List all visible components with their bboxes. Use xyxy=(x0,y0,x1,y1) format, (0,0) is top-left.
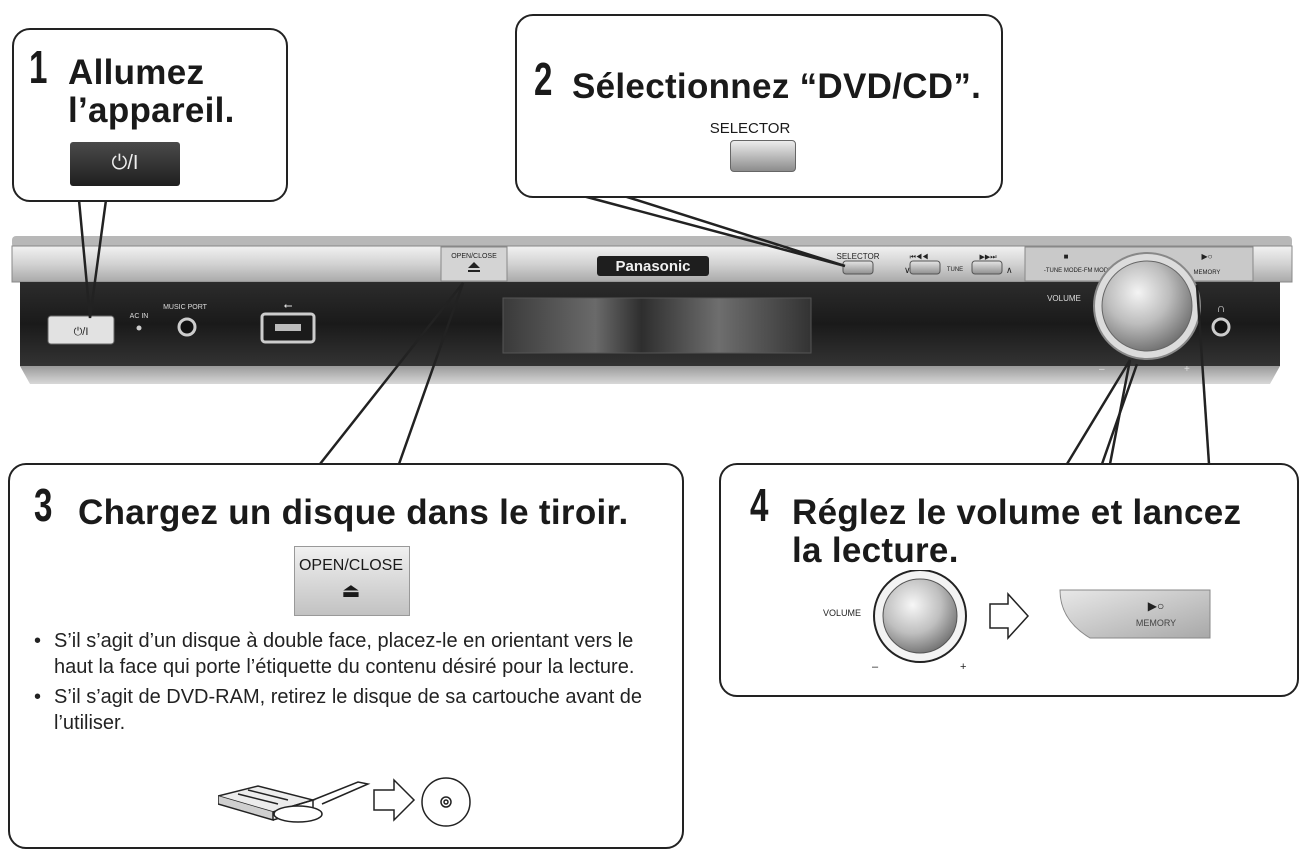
arrow-right-icon xyxy=(373,778,416,822)
cartridge-icon xyxy=(218,781,371,823)
step2-selector-label: SELECTOR xyxy=(709,120,791,137)
device-music-port-label: MUSIC PORT xyxy=(163,304,208,311)
step4-arrow-right-icon xyxy=(989,592,1030,640)
device-headphone-icon: ∩ xyxy=(1217,301,1226,315)
device-play-symbol: ▶○ xyxy=(1202,252,1213,261)
device-volume-plus: + xyxy=(1184,364,1190,375)
device-volume-knob[interactable] xyxy=(1101,260,1193,352)
step4-controls-illustration: VOLUME – + ▶○ MEMORY xyxy=(823,570,1211,673)
step3-bullet-1: S’il s’agit d’un disque à double face, p… xyxy=(28,628,668,680)
device-ac-in-led xyxy=(136,325,142,331)
step2-selector-button[interactable] xyxy=(730,140,796,172)
step3-disc-illustration xyxy=(218,777,471,827)
step2-number: 2 xyxy=(534,53,553,105)
brand-logo xyxy=(597,256,709,276)
step4-volume-knob[interactable] xyxy=(882,578,958,654)
step3-bullet-list: S’il s’agit d’un disque à double face, p… xyxy=(28,628,668,740)
step4-play-symbol: ▶○ xyxy=(1148,599,1164,613)
device-down-chevron: ∨ xyxy=(904,265,911,275)
device-tune-label: TUNE xyxy=(947,267,963,273)
step1-title-line2: l’appareil. xyxy=(68,91,235,130)
device-skip-fwd-button[interactable] xyxy=(971,260,1003,275)
step4-memory-button[interactable] xyxy=(1059,589,1211,639)
step3-open-close-label: OPEN/CLOSE xyxy=(298,557,404,574)
device-display xyxy=(502,297,812,354)
step3-title: Chargez un disque dans le tiroir. xyxy=(78,493,629,532)
device-stop-symbol: ■ xyxy=(1064,252,1069,261)
device-tune-mode-label: -TUNE MODE-FM MODE xyxy=(1044,268,1112,274)
step4-title-line1: Réglez le volume et lancez xyxy=(792,493,1242,532)
step3-open-close-button[interactable] xyxy=(294,546,410,616)
step3-number: 3 xyxy=(34,479,53,531)
step1-number: 1 xyxy=(29,41,48,93)
brand-logo-text: Panasonic xyxy=(615,258,690,275)
step4-title-line2: la lecture. xyxy=(792,531,959,570)
device-selector-label: SELECTOR xyxy=(837,252,880,261)
step4-volume-minus: – xyxy=(872,661,879,673)
device-volume-label: VOLUME xyxy=(1047,294,1081,303)
device-selector-button[interactable] xyxy=(842,260,874,275)
device-skip-back-button[interactable] xyxy=(909,260,941,275)
step4-memory-label: MEMORY xyxy=(1136,618,1176,628)
step4-number: 4 xyxy=(750,479,769,531)
step3-bullet-2: S’il s’agit de DVD-RAM, retirez le disqu… xyxy=(28,684,668,736)
device-power-button[interactable] xyxy=(47,315,115,345)
device-volume-minus: – xyxy=(1099,364,1105,375)
device-open-close-label: OPEN/CLOSE xyxy=(451,253,497,260)
step4-volume-label: VOLUME xyxy=(823,608,861,618)
device-music-port-jack[interactable] xyxy=(177,317,197,337)
device-power-label: ⏻/I xyxy=(74,326,89,338)
device-headphone-jack[interactable] xyxy=(1211,317,1231,337)
step1-power-button[interactable] xyxy=(70,142,180,186)
device-usb-icon: ⭠ xyxy=(284,300,293,312)
device-memory-label: MEMORY xyxy=(1194,270,1221,276)
step4-volume-plus: + xyxy=(960,661,966,673)
step2-title: Sélectionnez “DVD/CD”. xyxy=(572,67,982,106)
device-skip-fwd-label: ▶▶⏭ xyxy=(979,254,997,261)
step1-power-label: ⏻/I xyxy=(111,152,139,174)
step3-eject-icon: ⏏ xyxy=(341,580,361,602)
step4-callout xyxy=(719,463,1299,697)
step1-title-line1: Allumez xyxy=(68,53,205,92)
device-skip-back-label: ⏮◀◀ xyxy=(910,253,929,261)
device-ac-in-label: AC IN xyxy=(130,313,149,320)
device-eject-icon[interactable] xyxy=(468,262,480,272)
disc-icon xyxy=(421,777,471,827)
device-up-chevron: ∧ xyxy=(1006,265,1013,275)
